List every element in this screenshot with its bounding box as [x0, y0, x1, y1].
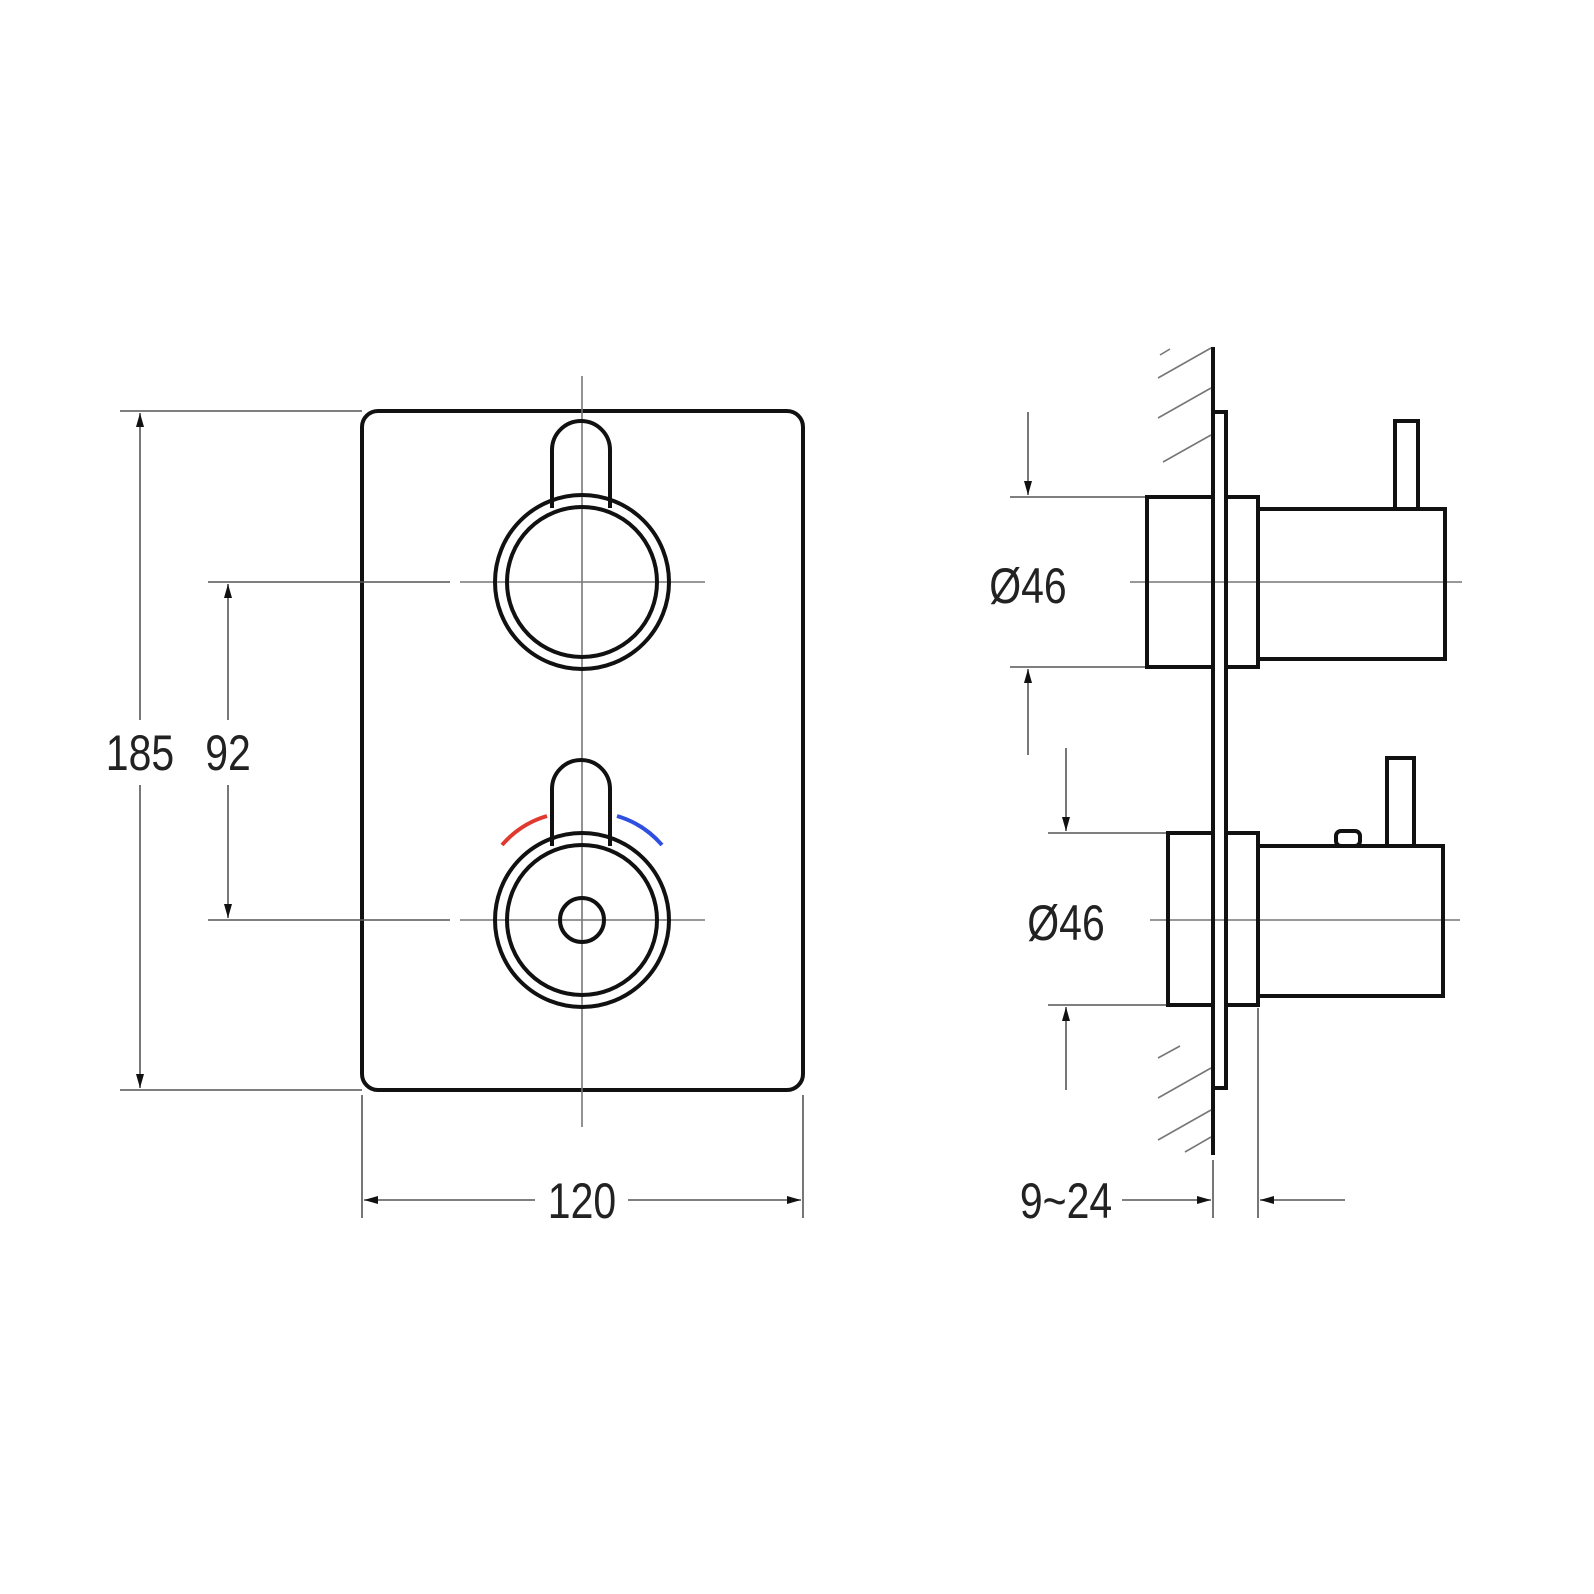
top-lever-side — [1393, 419, 1420, 511]
depth-dimension: 9~24 — [1020, 1008, 1345, 1229]
top-lever — [550, 419, 612, 508]
bottom-lever-side — [1385, 756, 1416, 848]
width-label: 120 — [548, 1173, 616, 1229]
top-knob — [460, 419, 705, 671]
depth-label: 9~24 — [1020, 1173, 1112, 1229]
bottom-knob — [460, 758, 705, 1009]
side-plate — [1211, 410, 1228, 1090]
safety-button — [1334, 829, 1362, 848]
top-cartridge-side — [1130, 419, 1462, 669]
top-diameter-label: Ø46 — [989, 558, 1066, 614]
hot-indicator-arc — [500, 814, 548, 847]
bottom-cartridge-side — [1150, 756, 1460, 1007]
height-label: 185 — [106, 725, 174, 781]
front-view: 185 92 120 — [106, 376, 805, 1229]
spacing-label: 92 — [205, 725, 251, 781]
height-dimension: 185 — [106, 410, 362, 1091]
bottom-diameter-dimension: Ø46 — [1027, 748, 1166, 1090]
top-diameter-dimension: Ø46 — [989, 412, 1145, 755]
width-dimension: 120 — [361, 1095, 804, 1229]
center-button — [558, 896, 606, 944]
bottom-lever — [550, 758, 612, 846]
bottom-diameter-label: Ø46 — [1027, 895, 1104, 951]
wall-hatching — [1157, 347, 1212, 1153]
spacing-dimension: 92 — [205, 581, 450, 921]
cold-indicator-arc — [616, 814, 664, 847]
side-view: Ø46 Ø46 9~24 — [989, 347, 1462, 1229]
